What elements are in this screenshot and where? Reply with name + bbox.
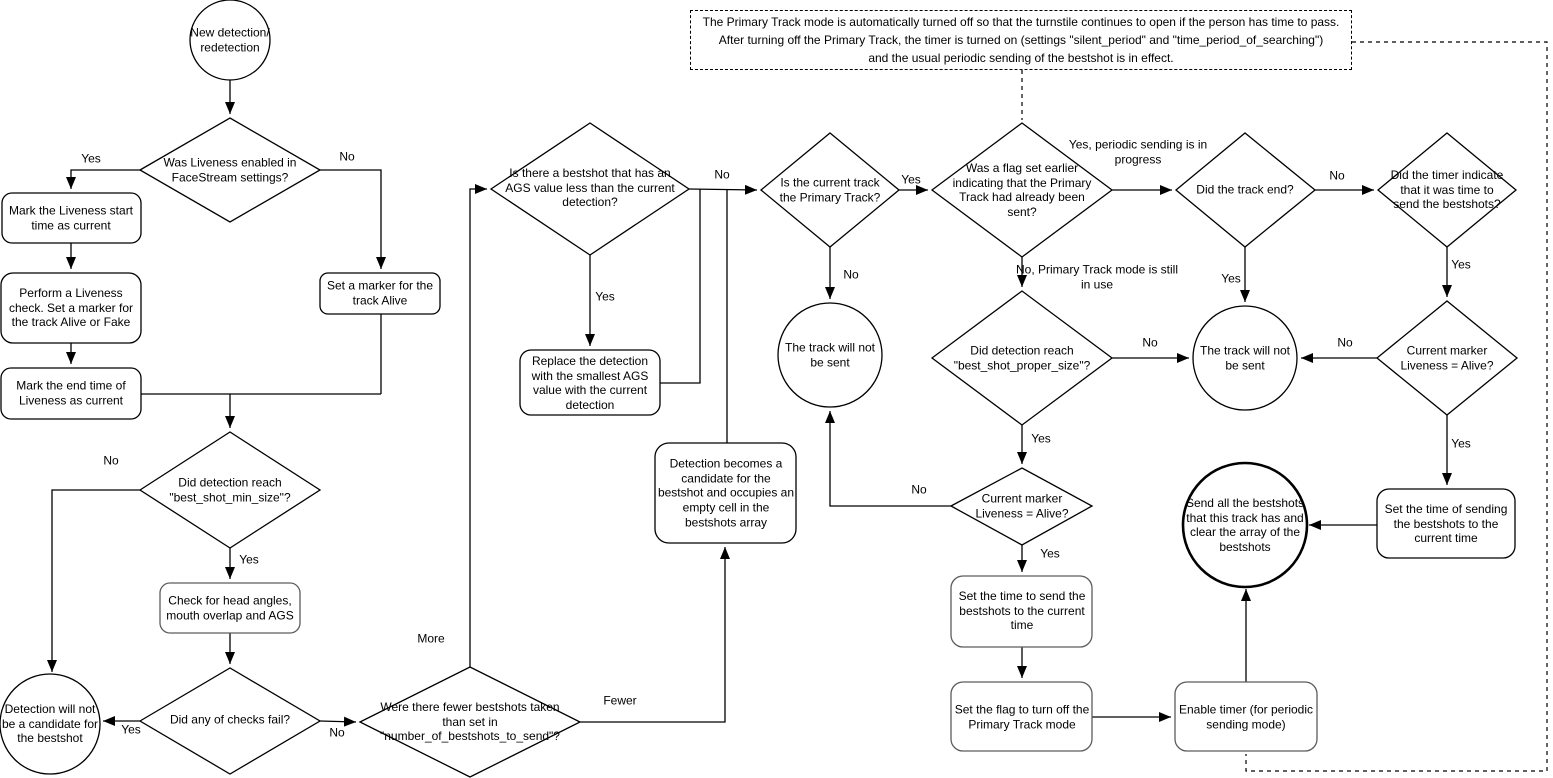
edge-liveness-yes [66, 169, 140, 189]
marker-alive-right-diamond [1375, 300, 1519, 416]
becomes-candidate-box [654, 442, 797, 544]
liveness-enabled-label: Was Liveness enabled in FaceStream setti… [163, 155, 297, 184]
set-time-sending-label: Set the time of sending the bestshots to… [1384, 502, 1508, 546]
label-fail-no: No [329, 725, 345, 740]
send-all-label: Send all the bestshots that this track h… [1185, 495, 1305, 554]
ags-less-diamond [489, 122, 691, 256]
set-time-sending-box [1376, 488, 1516, 559]
label-fail-yes: Yes [121, 722, 141, 737]
label-fewer: Fewer [603, 693, 637, 708]
reach-proper-size-label: Did detection reach "best_shot_proper_si… [953, 343, 1091, 372]
label-trackend-no: No [1329, 168, 1345, 183]
edge-fewer-more [469, 184, 487, 667]
timer-time-label: Did the timer indicate that it was time … [1390, 168, 1504, 212]
label-primary-no: No [843, 267, 859, 282]
label-propersize-yes: Yes [1031, 431, 1051, 446]
checks-fail-label: Did any of checks fail? [169, 712, 291, 727]
marker-alive-left-label: Current marker Liveness = Alive? [975, 491, 1069, 520]
label-trackend-yes: Yes [1221, 271, 1241, 286]
not-sent-1-label: The track will not be sent [784, 340, 876, 369]
edge-replace-out [660, 189, 701, 384]
label-markerright-yes: Yes [1451, 436, 1471, 451]
edge-note-to-timer-dashed [1245, 41, 1548, 772]
enable-timer-label: Enable timer (for periodic sending mode) [1178, 702, 1314, 731]
label-timer-yes: Yes [1451, 257, 1471, 272]
ags-less-label: Is there a bestshot that has an AGS valu… [505, 166, 675, 210]
not-sent-2-label: The track will not be sent [1199, 343, 1291, 372]
label-markerleft-no: No [911, 482, 927, 497]
send-all-circle [1181, 461, 1309, 589]
not-candidate-label: Detection will not be a candidate for th… [1, 702, 99, 746]
label-flag-yes-periodic: Yes, periodic sending is in progress [1068, 137, 1208, 166]
reach-min-size-diamond [138, 431, 322, 549]
label-ags-no: No [714, 167, 730, 182]
primary-track-note: The Primary Track mode is automatically … [690, 10, 1352, 70]
marker-alive-right-label: Current marker Liveness = Alive? [1400, 343, 1494, 372]
label-primary-yes: Yes [901, 172, 921, 187]
mark-start-time-label: Mark the Liveness start time as current [8, 203, 134, 232]
not-candidate-circle [0, 673, 101, 775]
edges [47, 41, 1548, 772]
timer-time-diamond [1376, 132, 1518, 248]
liveness-enabled-diamond [138, 117, 322, 223]
label-liveness-yes: Yes [81, 151, 101, 166]
set-time-send-box [950, 575, 1093, 648]
primary-track-label: Is the current track the Primary Track? [779, 175, 881, 204]
label-minsize-yes: Yes [239, 552, 259, 567]
perform-liveness-label: Perform a Liveness check. Set a marker f… [8, 286, 134, 330]
fewer-bestshots-diamond [358, 666, 582, 778]
not-sent-circle-2 [1192, 305, 1298, 411]
set-marker-alive-box [319, 272, 441, 315]
label-flag-no-primary: No, Primary Track mode is still in use [1015, 262, 1179, 291]
edge-fewer-fewer [580, 547, 730, 723]
check-angles-box [159, 582, 301, 634]
label-markerleft-yes: Yes [1040, 546, 1060, 561]
note-line-1: The Primary Track mode is automatically … [702, 15, 1340, 29]
marker-alive-left-diamond [949, 467, 1094, 546]
note-line-3: and the usual periodic sending of the be… [868, 51, 1174, 65]
track-end-diamond [1174, 132, 1317, 248]
mark-end-time-label: Mark the end time of Liveness as current [16, 378, 126, 407]
not-sent-circle-1 [777, 302, 883, 408]
replace-detection-box [519, 349, 661, 416]
flag-set-diamond [930, 122, 1114, 258]
reach-min-size-label: Did detection reach "best_shot_min_size"… [169, 475, 291, 504]
enable-timer-box [1174, 681, 1318, 752]
flag-set-label: Was a flag set earlier indicating that t… [952, 160, 1092, 219]
mark-start-time-box [1, 192, 142, 244]
perform-liveness-box [0, 272, 142, 344]
edge-minsize-no [47, 489, 140, 672]
label-more: More [417, 631, 445, 646]
edge-liveness-no [320, 169, 386, 269]
label-liveness-no: No [339, 149, 355, 164]
becomes-candidate-label: Detection becomes a candidate for the be… [657, 456, 795, 529]
edge-fail-no [319, 716, 357, 727]
set-time-send-label: Set the time to send the bestshots to th… [958, 589, 1086, 633]
shapes [0, 0, 1519, 778]
label-minsize-no: No [103, 453, 119, 468]
edge-markerleft-no [825, 411, 951, 507]
reach-proper-size-diamond [930, 290, 1114, 426]
track-end-label: Did the track end? [1196, 182, 1294, 197]
start-circle [189, 0, 271, 81]
label-markerright-no: No [1337, 335, 1353, 350]
set-flag-off-box [950, 681, 1093, 752]
label-ags-yes: Yes [595, 289, 615, 304]
start-label: New detection/ redetection [190, 25, 270, 54]
label-propersize-no: No [1142, 335, 1158, 350]
replace-detection-label: Replace the detection with the smallest … [531, 353, 649, 412]
checks-fail-diamond [138, 667, 322, 775]
fewer-bestshots-label: Were there fewer bestshots taken than se… [380, 700, 560, 744]
edge-ags-no [688, 184, 758, 195]
set-marker-alive-label: Set a marker for the track Alive [326, 278, 434, 307]
check-angles-label: Check for head angles, mouth overlap and… [166, 593, 294, 622]
set-flag-off-label: Set the flag to turn off the Primary Tra… [954, 702, 1090, 731]
note-line-2: After turning off the Primary Track, the… [718, 33, 1324, 47]
mark-end-time-box [0, 367, 142, 420]
primary-track-diamond [759, 132, 901, 248]
